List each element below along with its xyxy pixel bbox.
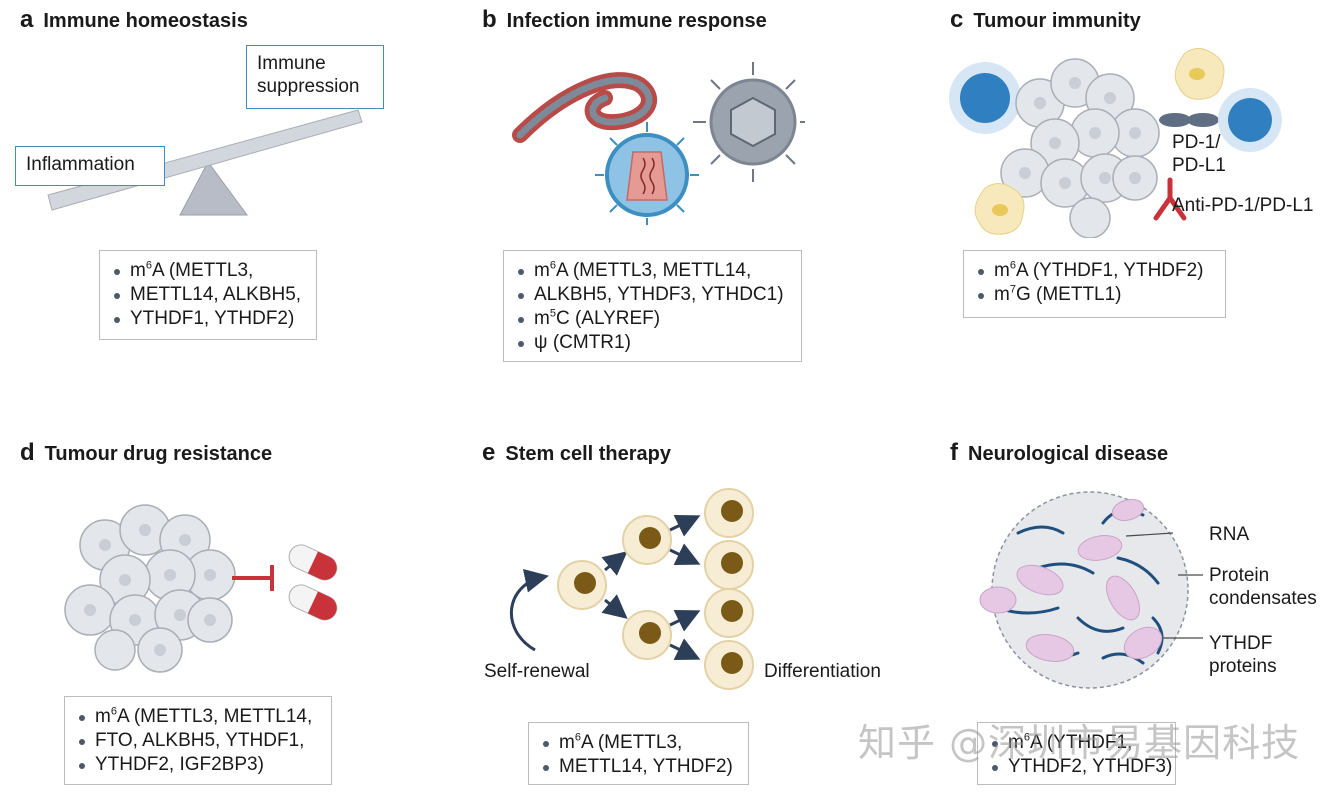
modification-line: m5C (ALYREF) bbox=[518, 307, 789, 331]
protein-condensate-illustration bbox=[979, 491, 1203, 689]
modification-line: m6A (METTL3, METTL14, bbox=[518, 259, 789, 283]
panel-f-title-text: Neurological disease bbox=[968, 443, 1169, 465]
modification-line: m6A (YTHDF1, YTHDF2) bbox=[978, 259, 1213, 283]
panel-c-title-text: Tumour immunity bbox=[973, 10, 1141, 32]
immune-suppression-text: Immune suppression bbox=[257, 53, 360, 97]
modification-line: YTHDF2, IGF2BP3) bbox=[79, 753, 319, 777]
modification-line: YTHDF2, YTHDF3) bbox=[992, 755, 1172, 779]
panel-e-letter: e bbox=[482, 439, 496, 466]
panel-e-modifications-box: m6A (METTL3, METTL14, YTHDF2) bbox=[528, 722, 749, 785]
modification-line: m6A (METTL3, METTL14, bbox=[79, 705, 319, 729]
modification-line: m6A (YTHDF1, bbox=[992, 731, 1163, 755]
stem-cell-illustration bbox=[510, 488, 754, 690]
modification-line: m6A (METTL3, bbox=[543, 731, 736, 755]
panel-d-letter: d bbox=[20, 439, 35, 466]
pd1-pdl1-label: PD-1/ PD-L1 bbox=[1172, 132, 1226, 176]
panel-a-title: a Immune homeostasis bbox=[20, 6, 248, 34]
inflammation-label: Inflammation bbox=[15, 146, 165, 186]
immune-suppression-label: Immune suppression bbox=[246, 45, 384, 109]
panel-b-title: b Infection immune response bbox=[482, 6, 767, 34]
protein-condensates-label: Protein condensates bbox=[1209, 565, 1317, 609]
modification-line: ψ (CMTR1) bbox=[518, 331, 789, 355]
panel-e-title-text: Stem cell therapy bbox=[505, 443, 671, 465]
panel-a-title-text: Immune homeostasis bbox=[43, 10, 248, 32]
panel-c-title: c Tumour immunity bbox=[950, 6, 1141, 34]
panel-f-modifications-box: m6A (YTHDF1, YTHDF2, YTHDF3) bbox=[977, 722, 1176, 785]
modification-line: m7G (METTL1) bbox=[978, 283, 1213, 307]
rna-label: RNA bbox=[1209, 524, 1250, 545]
panel-d-title-text: Tumour drug resistance bbox=[44, 443, 273, 465]
panel-d-title: d Tumour drug resistance bbox=[20, 439, 272, 467]
panel-a-letter: a bbox=[20, 6, 34, 33]
watermark: 知乎 @深圳市易基因科技 bbox=[858, 721, 1301, 765]
panel-d-modifications-box: m6A (METTL3, METTL14, FTO, ALKBH5, YTHDF… bbox=[64, 696, 332, 785]
panel-c-modifications-box: m6A (YTHDF1, YTHDF2) m7G (METTL1) bbox=[963, 250, 1226, 318]
panel-a-modifications-box: m6A (METTL3, METTL14, ALKBH5, YTHDF1, YT… bbox=[99, 250, 317, 340]
modification-line: METTL14, YTHDF2) bbox=[543, 755, 736, 779]
panel-b-title-text: Infection immune response bbox=[506, 10, 767, 32]
panel-b-modifications-box: m6A (METTL3, METTL14, ALKBH5, YTHDF3, YT… bbox=[503, 250, 802, 362]
inflammation-text: Inflammation bbox=[26, 154, 135, 175]
self-renewal-label: Self-renewal bbox=[484, 661, 590, 682]
panel-e-title: e Stem cell therapy bbox=[482, 439, 671, 467]
ythdf-proteins-label: YTHDF proteins bbox=[1209, 633, 1277, 677]
drug-resistance-illustration bbox=[64, 504, 338, 673]
modification-line: ALKBH5, YTHDF3, YTHDC1) bbox=[518, 283, 789, 307]
modification-line: METTL14, ALKBH5, bbox=[114, 283, 304, 307]
differentiation-label: Differentiation bbox=[764, 661, 881, 682]
modification-line: YTHDF1, YTHDF2) bbox=[114, 307, 304, 331]
panel-f-letter: f bbox=[950, 439, 958, 466]
tumour-immunity-illustration bbox=[949, 48, 1282, 238]
modification-line: m6A (METTL3, bbox=[114, 259, 304, 283]
virus-illustration bbox=[512, 62, 805, 225]
anti-pd1-label: Anti-PD-1/PD-L1 bbox=[1172, 195, 1314, 216]
modification-line: FTO, ALKBH5, YTHDF1, bbox=[79, 729, 319, 753]
panel-f-title: f Neurological disease bbox=[950, 439, 1168, 467]
panel-b-letter: b bbox=[482, 6, 497, 33]
panel-c-letter: c bbox=[950, 6, 964, 33]
